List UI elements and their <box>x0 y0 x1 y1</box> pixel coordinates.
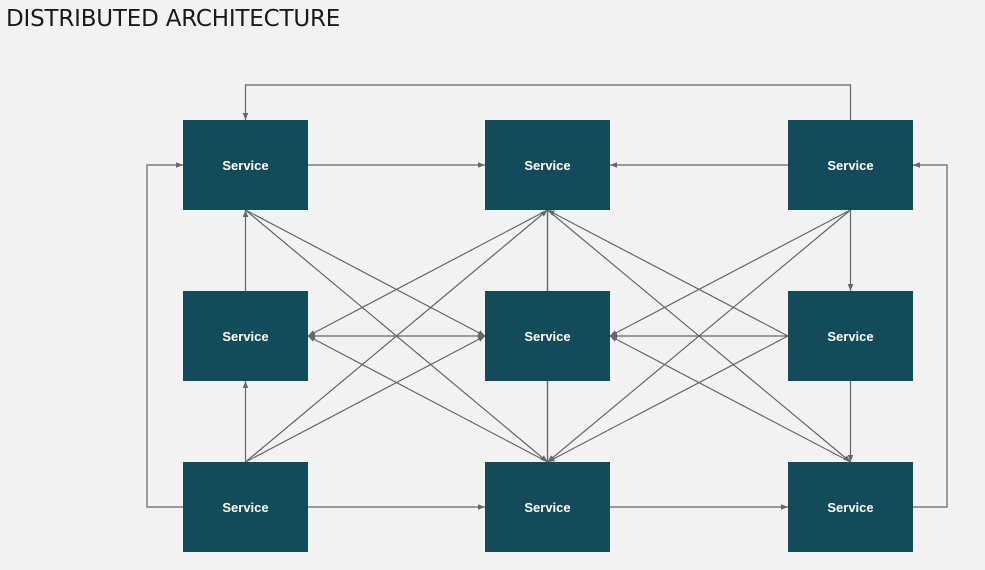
service-node-r2c1[interactable]: Service <box>485 462 610 552</box>
edge-top-loop <box>242 84 852 120</box>
service-node-label: Service <box>222 329 268 344</box>
service-node-r1c2[interactable]: Service <box>788 291 913 381</box>
service-node-label: Service <box>827 500 873 515</box>
service-node-box[interactable] <box>485 120 610 210</box>
edge-r2c1-r1c0 <box>307 335 548 463</box>
service-node-box[interactable] <box>788 462 913 552</box>
service-node-label: Service <box>827 329 873 344</box>
edge-r2c0-r0c1 <box>245 209 548 463</box>
service-node-label: Service <box>524 158 570 173</box>
edge-r2c0-r1c1 <box>245 335 486 463</box>
service-node-box[interactable] <box>788 120 913 210</box>
edge-right-loop <box>913 162 948 508</box>
page-title: DISTRIBUTED ARCHITECTURE <box>6 6 341 32</box>
service-node-r1c0[interactable]: Service <box>183 291 308 381</box>
service-node-label: Service <box>524 500 570 515</box>
service-node-label: Service <box>222 158 268 173</box>
edge-r0c1-r2c2 <box>547 209 851 463</box>
edge-r0c2-r1c1 <box>609 209 851 337</box>
service-node-r0c1[interactable]: Service <box>485 120 610 210</box>
edge-r0c1-r1c0 <box>307 209 548 337</box>
edge-r1c2-r0c1 <box>547 209 789 337</box>
edge-r1c2-r2c1 <box>547 335 789 463</box>
service-node-r1c1[interactable]: Service <box>485 291 610 381</box>
service-node-r0c2[interactable]: Service <box>788 120 913 210</box>
service-node-label: Service <box>222 500 268 515</box>
service-node-label: Service <box>524 329 570 344</box>
service-node-box[interactable] <box>183 291 308 381</box>
edges-group <box>146 84 948 510</box>
edge-left-loop <box>146 162 183 508</box>
service-node-r2c0[interactable]: Service <box>183 462 308 552</box>
edge-r2c2-r1c1 <box>609 335 851 463</box>
service-node-r2c2[interactable]: Service <box>788 462 913 552</box>
service-node-box[interactable] <box>485 462 610 552</box>
edge-r0c0-r1c1 <box>245 209 486 337</box>
service-node-box[interactable] <box>485 291 610 381</box>
service-node-label: Service <box>827 158 873 173</box>
service-node-r0c0[interactable]: Service <box>183 120 308 210</box>
service-node-box[interactable] <box>183 462 308 552</box>
service-node-box[interactable] <box>788 291 913 381</box>
service-node-box[interactable] <box>183 120 308 210</box>
